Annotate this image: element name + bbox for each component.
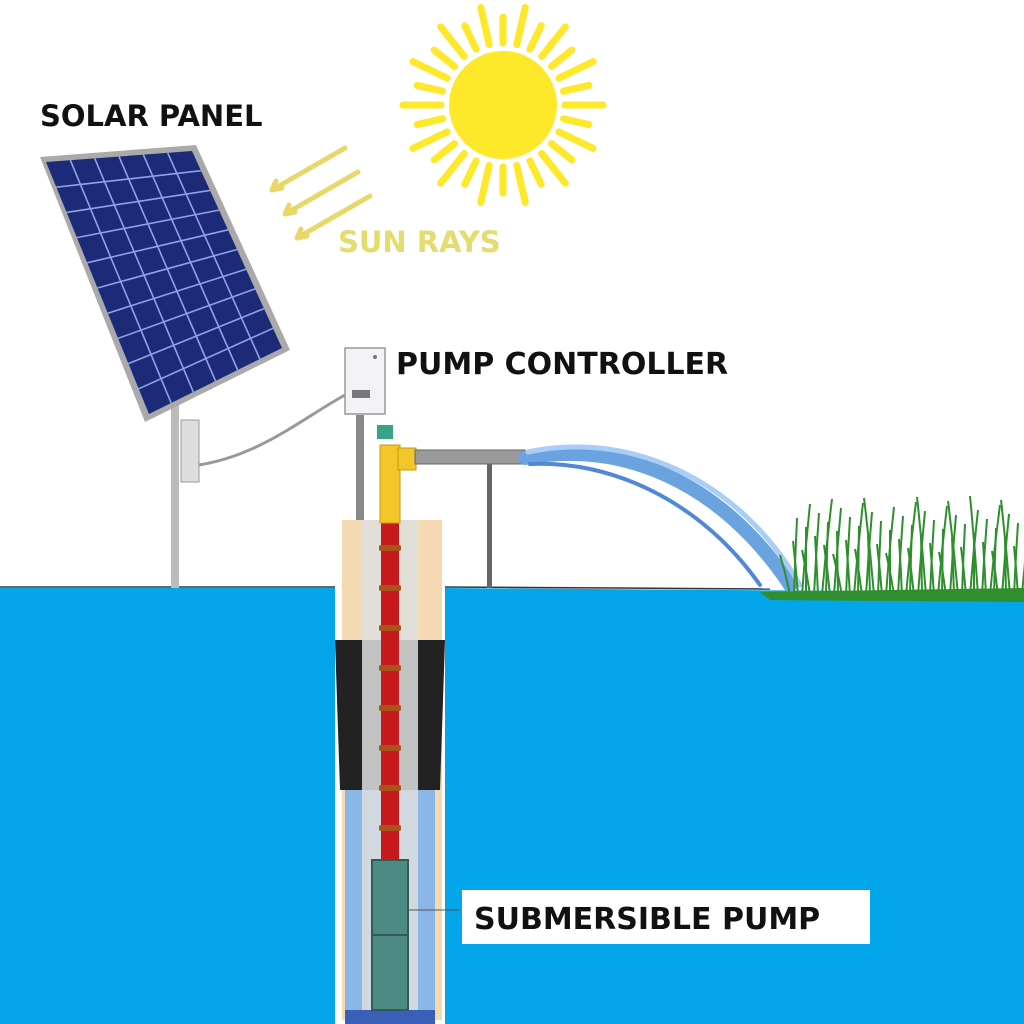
panel-junction-box (180, 419, 200, 483)
water-stream (518, 444, 803, 592)
label-submersible-pump-bg (462, 890, 870, 944)
panel-post (171, 400, 179, 588)
well-head-pipe (379, 444, 401, 524)
valve-icon (377, 425, 393, 439)
sun-rays-arrows (269, 145, 373, 241)
label-submersible-pump: SUBMERSIBLE PUMP (474, 902, 820, 937)
outlet-pipe (414, 449, 526, 465)
pump-controller-box (344, 347, 386, 415)
solar-panel (40, 145, 290, 422)
grass (779, 495, 1024, 596)
riser-pipe (381, 520, 399, 860)
label-solar-panel: SOLAR PANEL (40, 99, 262, 133)
controller-post (356, 415, 364, 520)
label-pump-controller: PUMP CONTROLLER (396, 347, 728, 382)
label-sun-rays: SUN RAYS (338, 225, 501, 259)
water-body (0, 588, 1024, 1024)
sun-icon (399, 4, 607, 206)
